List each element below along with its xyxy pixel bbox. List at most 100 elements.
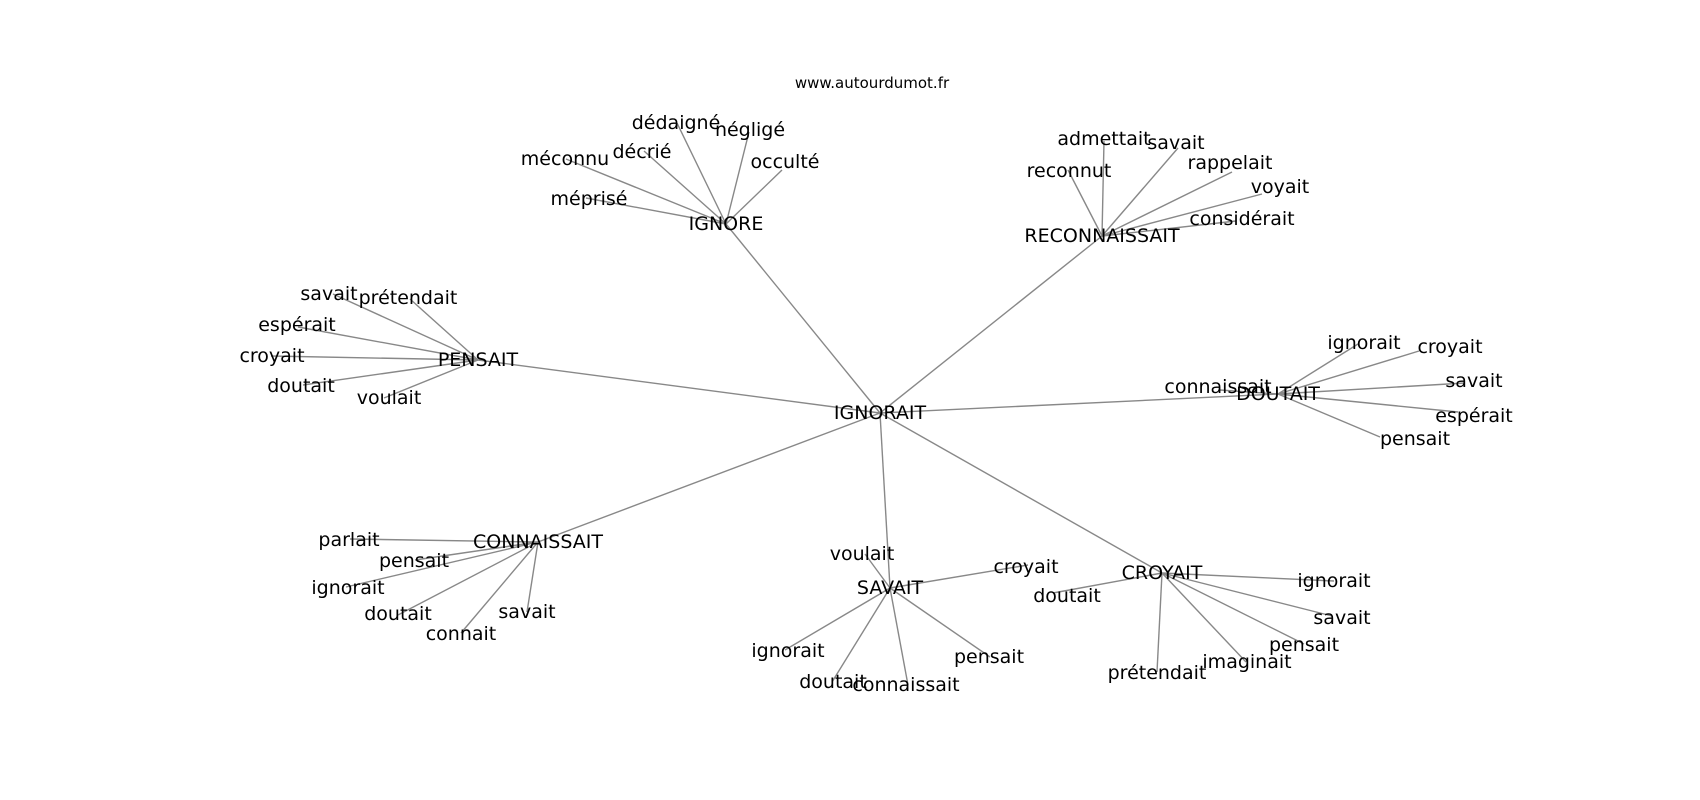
hub-node[interactable]: CROYAIT [1122,562,1203,584]
word-node[interactable]: doutait [799,671,867,693]
edge-ignore-word [725,131,750,225]
edge-connaissait-word [397,541,539,616]
word-node[interactable]: négligé [715,119,785,141]
word-node[interactable]: connaissait [1164,376,1271,398]
edge-doutait-word [1219,389,1279,395]
word-node[interactable]: doutait [267,375,335,397]
edge-savait-word [889,587,909,686]
edge-center-savait [879,412,891,589]
source-title: www.autourdumot.fr [795,74,950,92]
edge-center-pensait [477,359,881,414]
edge-reconnaissait-word [1101,193,1263,237]
edge-connaissait-word [460,541,539,634]
word-node[interactable]: imaginait [1202,651,1291,673]
word-node[interactable]: pensait [379,550,449,572]
edge-reconnaissait-word [1101,220,1237,237]
edges-layer [270,122,1466,686]
edge-reconnaissait-word [1101,171,1233,237]
edge-savait-word [889,564,1029,589]
word-node[interactable]: dédaigné [632,112,721,134]
edge-doutait-word [1277,393,1381,438]
edge-croyait-word [1161,572,1247,663]
word-node[interactable]: prétendait [359,287,458,309]
edge-ignore-word [643,150,727,225]
edge-croyait-word [1161,572,1333,617]
word-node[interactable]: croyait [239,345,304,367]
edge-doutait-word [1277,343,1359,395]
word-node[interactable]: croyait [1417,336,1482,358]
word-node[interactable]: voulait [357,387,422,409]
word-node[interactable]: rappelait [1188,152,1273,174]
word-node[interactable]: méprisé [551,188,628,210]
edge-croyait-word [1161,572,1305,645]
hub-node[interactable]: DOUTAIT [1236,383,1320,405]
word-node[interactable]: ignorait [311,577,384,599]
edge-connaissait-word [349,538,539,543]
word-node[interactable]: pensait [1380,428,1450,450]
edge-center-croyait [879,412,1163,574]
edge-savait-word [831,587,891,683]
edge-reconnaissait-word [1067,169,1103,237]
word-node[interactable]: espérait [258,314,336,336]
word-node[interactable]: connait [426,623,497,645]
word-node[interactable]: croyait [993,556,1058,578]
edge-ignore-word [565,158,727,225]
word-node[interactable]: savait [1147,132,1204,154]
edge-ignore-word [585,197,727,225]
edge-pensait-word [409,298,479,361]
word-node[interactable]: pensait [954,646,1024,668]
hub-node[interactable]: RECONNAISSAIT [1024,225,1180,247]
edge-reconnaissait-word [1101,147,1179,237]
word-node[interactable]: espérait [1435,405,1513,427]
edge-center-connaissait [537,412,881,543]
word-node[interactable]: prétendait [1108,662,1207,684]
edge-center-reconnaissait [879,235,1103,414]
edge-pensait-word [270,355,479,361]
edge-pensait-word [383,359,479,399]
edge-doutait-word [1277,382,1466,395]
edge-croyait-word [1161,572,1335,582]
word-node[interactable]: savait [300,283,357,305]
word-node[interactable]: pensait [1269,634,1339,656]
edge-center-doutait [879,393,1279,414]
word-node[interactable]: ignorait [1327,332,1400,354]
word-node[interactable]: connaissait [852,674,959,696]
word-node[interactable]: doutait [364,603,432,625]
word-node[interactable]: ignorait [751,640,824,662]
hub-node[interactable]: SAVAIT [857,577,924,599]
word-node[interactable]: admettait [1057,128,1150,150]
edge-reconnaissait-word [1101,140,1105,237]
edge-savait-word [889,587,991,658]
edge-savait-word [784,587,891,651]
edge-doutait-word [1277,393,1459,413]
word-node[interactable]: voulait [830,543,895,565]
word-node[interactable]: considérait [1189,208,1294,230]
edge-croyait-word [1156,572,1163,673]
edge-pensait-word [332,293,479,361]
word-node[interactable]: savait [498,601,555,623]
hub-node[interactable]: CONNAISSAIT [473,531,603,553]
edge-center-ignore [725,223,881,414]
hub-node[interactable]: PENSAIT [438,349,519,371]
edge-croyait-word [1052,572,1163,594]
edge-connaissait-word [345,541,539,588]
word-node[interactable]: occulté [751,151,820,173]
word-node[interactable]: doutait [1033,585,1101,607]
center-node[interactable]: IGNORAIT [834,402,927,424]
edge-pensait-word [302,359,479,386]
edge-pensait-word [297,326,479,361]
word-node[interactable]: décrié [613,141,672,163]
word-node[interactable]: ignorait [1297,570,1370,592]
word-node[interactable]: parlait [318,529,379,551]
word-node[interactable]: méconnu [521,148,609,170]
edge-connaissait-word [526,541,539,613]
hub-node[interactable]: IGNORE [689,213,764,235]
edge-ignore-word [725,169,783,225]
word-node[interactable]: voyait [1251,176,1309,198]
word-node[interactable]: reconnut [1027,160,1112,182]
word-node[interactable]: savait [1313,607,1370,629]
word-node[interactable]: savait [1445,370,1502,392]
edge-savait-word [864,553,891,589]
